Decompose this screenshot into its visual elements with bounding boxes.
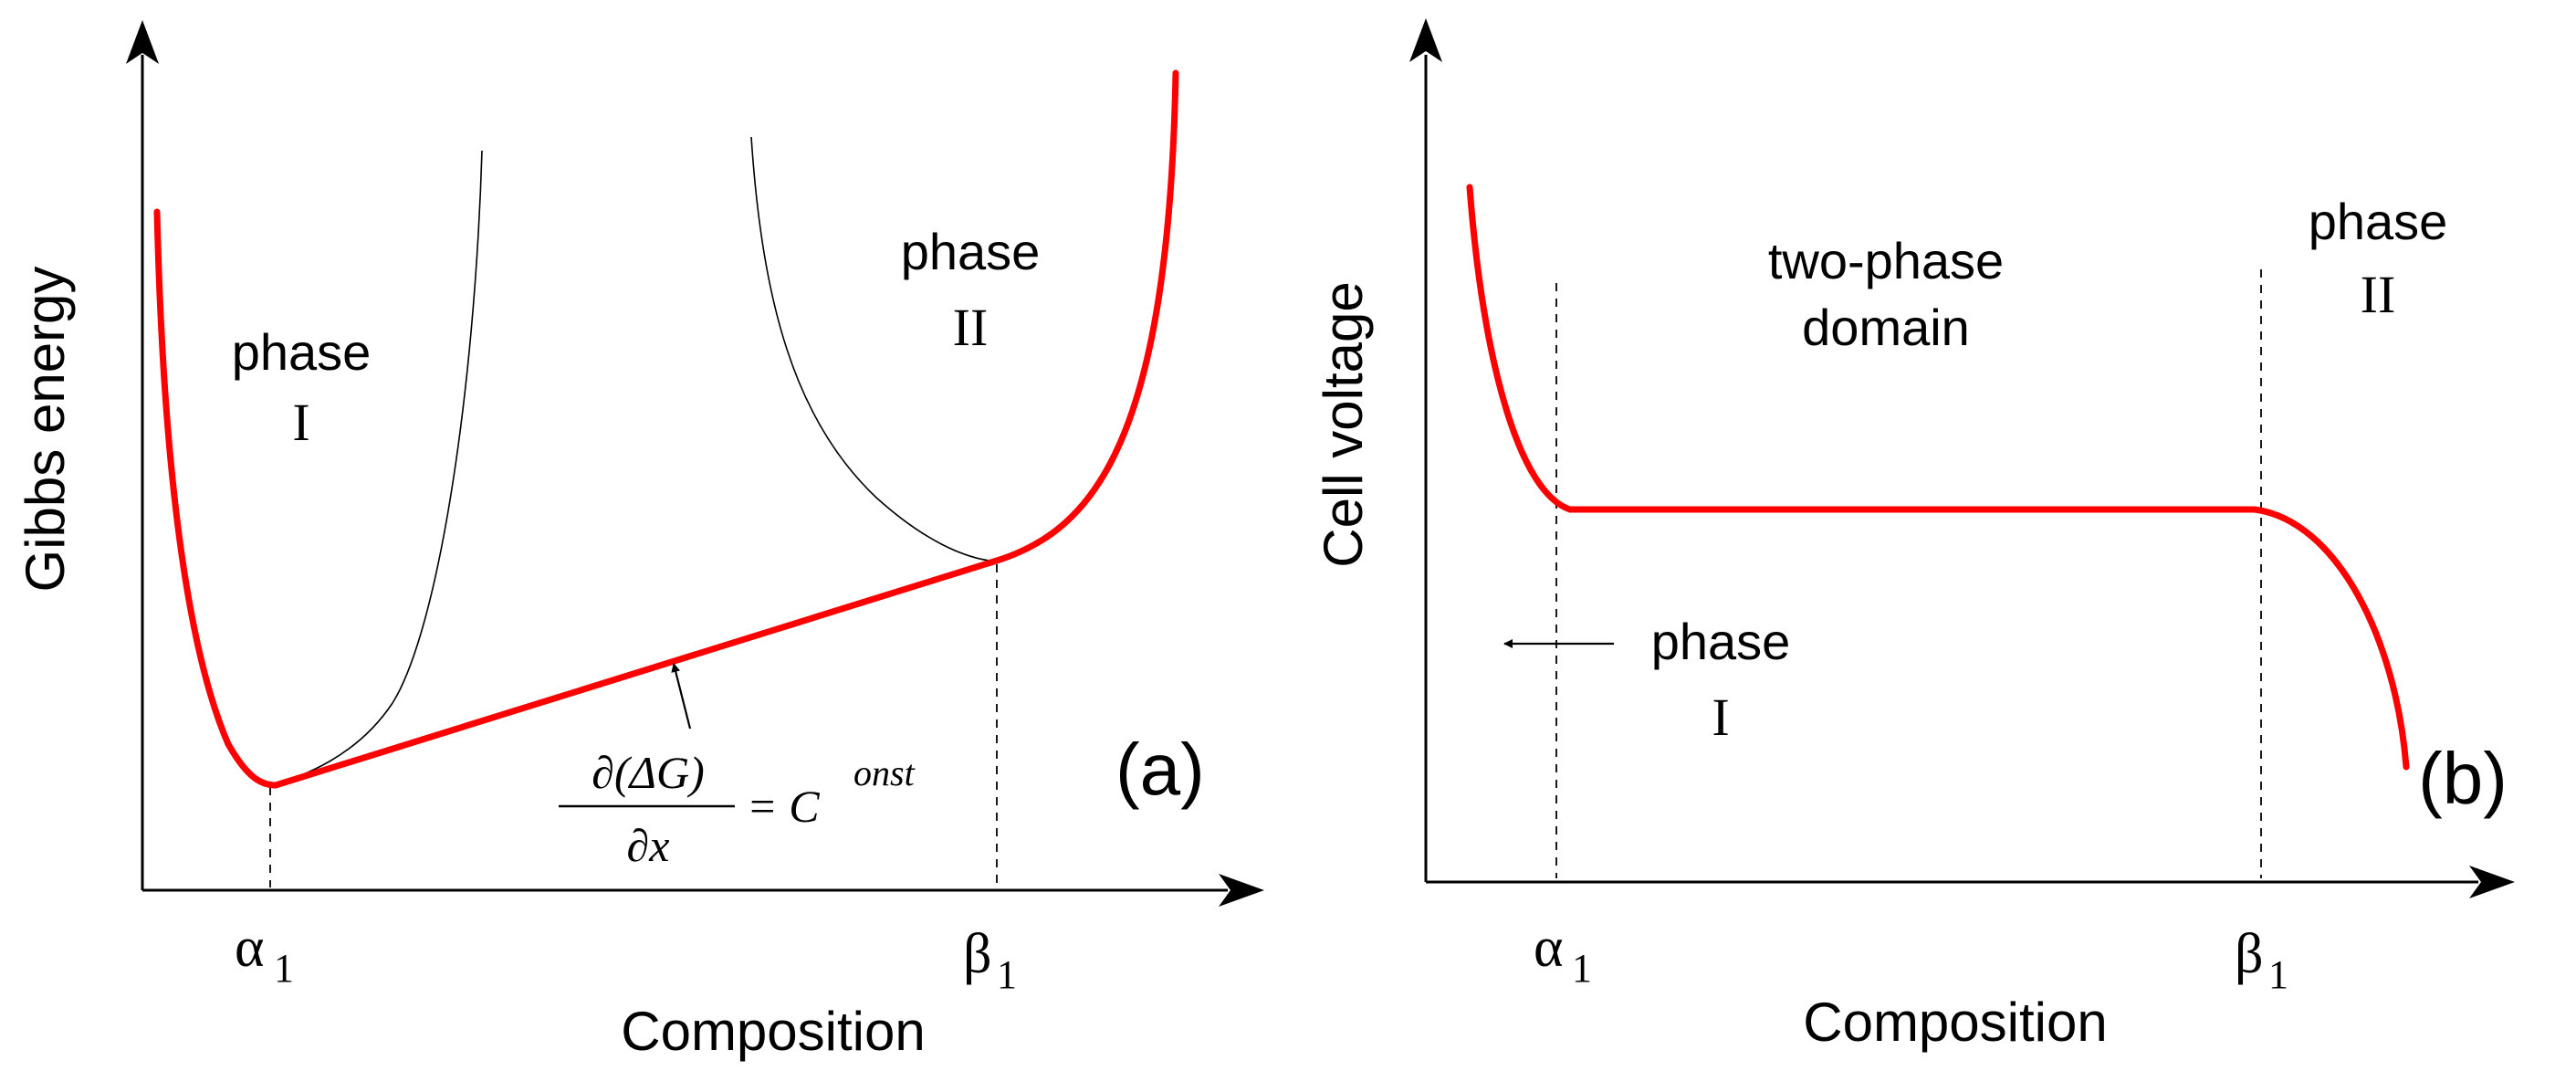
panel-b-y-arrowhead: [1409, 18, 1442, 62]
panel-a-tick-beta: β: [963, 923, 992, 985]
panel-a: phase I phase II ∂(ΔG) ∂x = C onst (a) α…: [15, 20, 1264, 1062]
panel-b-phase2-numeral: II: [2361, 265, 2396, 324]
panel-a-tag: (a): [1115, 729, 1205, 810]
panel-a-eq-denominator: ∂x: [627, 820, 670, 871]
panel-b-domain-line2: domain: [1802, 299, 1970, 356]
panel-b-tick-beta-sub: 1: [2268, 952, 2288, 997]
panel-a-tick-alpha-sub: 1: [274, 946, 294, 991]
panel-a-y-arrowhead: [126, 20, 159, 64]
panel-a-tick-beta-sub: 1: [997, 952, 1017, 997]
panel-b-phase2-word: phase: [2309, 193, 2448, 250]
panel-b-tick-beta: β: [2235, 923, 2264, 985]
panel-b-tag: (b): [2418, 738, 2508, 819]
panel-a-phase1-numeral: I: [292, 393, 309, 452]
panel-b-tick-alpha-sub: 1: [1572, 946, 1592, 991]
panel-a-y-axis-label: Gibbs energy: [15, 267, 76, 593]
panel-a-phase2-thin-curve: [750, 136, 998, 562]
panel-a-eq-rhs: = C: [747, 781, 820, 832]
panel-a-x-arrowhead: [1219, 874, 1264, 907]
panel-a-tangent-pointer-arrow: [671, 663, 692, 730]
panel-b-y-axis-label: Cell voltage: [1313, 281, 1374, 568]
panel-a-tick-alpha: α: [235, 917, 264, 979]
panel-a-x-axis-label: Composition: [621, 1001, 926, 1062]
panel-a-red-envelope-curve: [153, 69, 1179, 789]
panel-b-phase1-numeral: I: [1712, 688, 1729, 747]
panel-b-x-arrowhead: [2469, 866, 2515, 898]
panel-b-tick-alpha: α: [1534, 917, 1563, 979]
panel-a-eq-rhs-superscript: onst: [853, 752, 916, 793]
panel-b: two-phase domain phase I phase II (b) α …: [1313, 18, 2515, 1053]
panel-a-phase1-word: phase: [232, 323, 372, 381]
panel-a-eq-numerator: ∂(ΔG): [592, 747, 704, 798]
panel-b-red-voltage-curve: [1466, 184, 2410, 771]
panel-a-phase2-word: phase: [901, 223, 1041, 280]
panel-b-phase1-word: phase: [1651, 613, 1791, 670]
panel-a-phase1-thin-curve: [273, 150, 483, 786]
panel-a-phase2-numeral: II: [953, 298, 989, 357]
panel-b-domain-line1: two-phase: [1768, 232, 2004, 289]
panel-b-x-axis-label: Composition: [1803, 992, 2108, 1053]
